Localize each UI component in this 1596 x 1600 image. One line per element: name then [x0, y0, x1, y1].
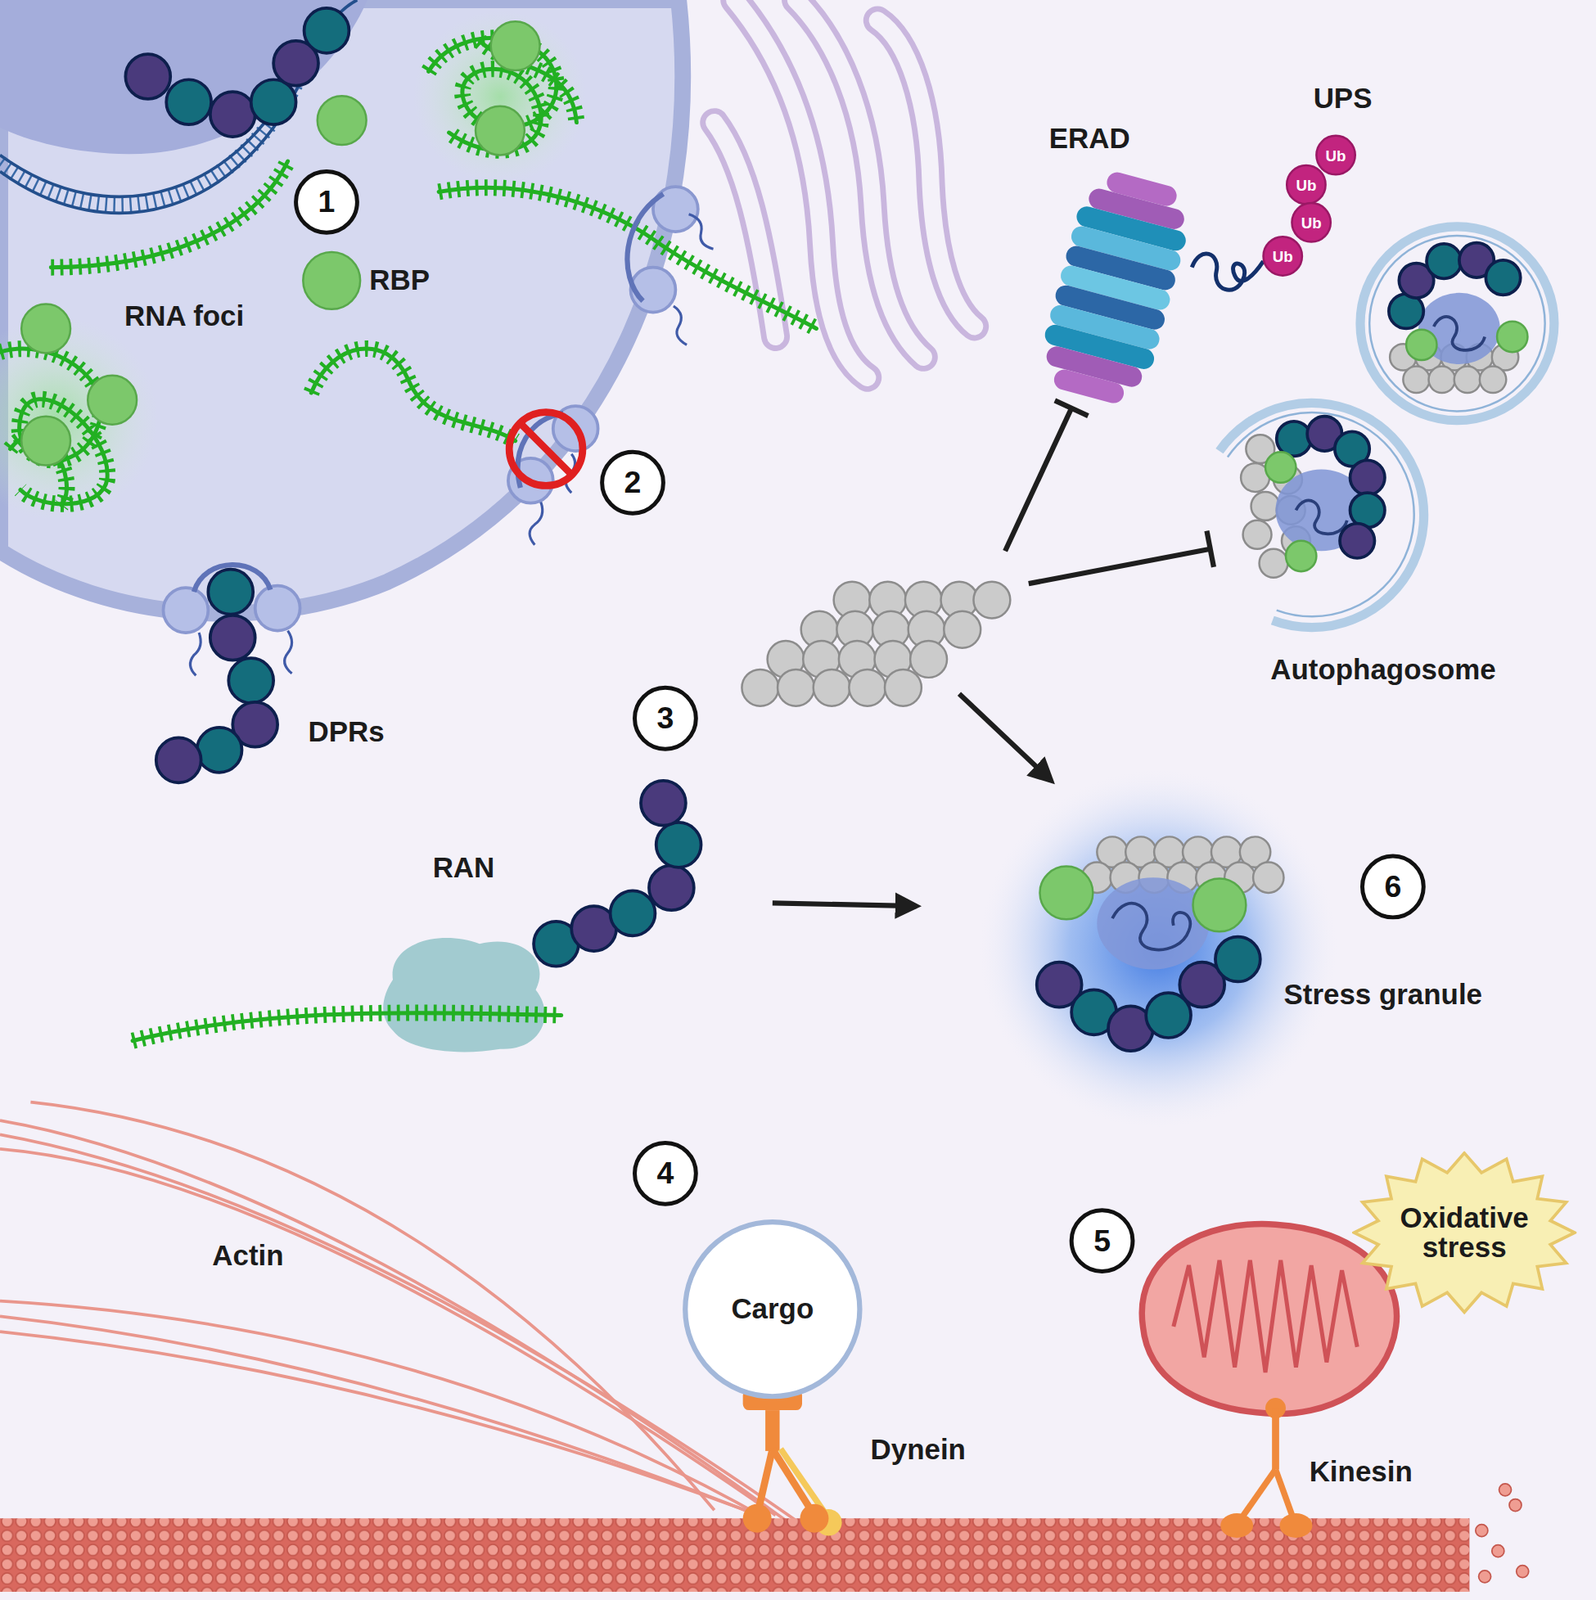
callout-number: 5 — [1069, 1208, 1136, 1274]
callout-number: 1 — [293, 169, 360, 235]
part-label: RBP — [369, 264, 430, 298]
part-label: RNA foci — [124, 300, 244, 334]
label-text: RBP — [369, 264, 430, 297]
callout-number: 6 — [1360, 854, 1426, 920]
blocked-pore — [311, 348, 598, 546]
callout-number: 2 — [599, 450, 666, 516]
node-text: Cargo — [730, 1293, 814, 1326]
callout-number: 4 — [632, 1140, 699, 1207]
label-text: RNA foci — [124, 300, 244, 333]
cargo-vesicle: Cargo — [682, 1219, 862, 1399]
part-label: RAN — [432, 852, 496, 885]
label-text: Autophagosome — [1270, 653, 1496, 686]
callout-text: 6 — [1384, 871, 1402, 902]
node-text: Ub — [1301, 214, 1322, 230]
dpr-export-pore — [156, 564, 301, 783]
callout-text: 5 — [1093, 1225, 1111, 1256]
node-text: Oxidative stress — [1388, 1202, 1542, 1263]
label-text: Dynein — [870, 1433, 966, 1466]
part-label: Autophagosome — [1270, 653, 1496, 687]
part-label: UPS — [1313, 82, 1373, 116]
ubiquitin-circle: Ub — [1290, 202, 1332, 244]
endoplasmic-reticulum — [714, 0, 975, 378]
rna-foci-top — [413, 9, 587, 184]
actin-filaments — [0, 1102, 797, 1526]
ubiquitinated-protein — [1191, 253, 1263, 290]
callout-text: 1 — [318, 186, 336, 217]
free-rbp — [302, 252, 361, 310]
callout-text: 2 — [624, 467, 642, 498]
label-text: ERAD — [1049, 122, 1131, 155]
rna-transcript — [50, 95, 366, 267]
exported-rna — [438, 186, 817, 345]
star-shape — [1354, 1153, 1575, 1313]
callout-text: 4 — [657, 1158, 675, 1189]
rna-foci-left — [0, 304, 158, 521]
autophagosome — [1219, 402, 1425, 627]
node-text: Ub — [1325, 147, 1347, 163]
ubiquitin-circle: Ub — [1285, 164, 1327, 206]
ran-translation — [132, 780, 701, 1053]
label-text: RAN — [432, 852, 496, 884]
node-text: Ub — [1272, 248, 1294, 265]
label-text: Actin — [211, 1239, 284, 1272]
protein-aggregate — [741, 581, 1010, 707]
part-label: ERAD — [1049, 122, 1131, 156]
part-label: Dynein — [870, 1433, 966, 1467]
part-label: Actin — [211, 1239, 284, 1273]
mitochondrion — [1141, 1224, 1397, 1415]
stress-burst: Oxidative stress — [1352, 1150, 1577, 1314]
proteasome — [1032, 164, 1199, 411]
label-text: UPS — [1313, 82, 1373, 115]
callout-number: 3 — [632, 685, 699, 752]
lysosome-vesicle — [1360, 226, 1555, 421]
node-text: Ub — [1295, 176, 1317, 193]
dynein-motor — [743, 1389, 843, 1536]
part-label: Stress granule — [1283, 978, 1483, 1012]
nucleus — [0, 0, 683, 614]
part-label: DPRs — [308, 716, 385, 749]
part-label: Kinesin — [1309, 1456, 1413, 1489]
nuclear-dpr-chain — [125, 8, 349, 137]
ubiquitin-circle: Ub — [1315, 135, 1357, 176]
ubiquitin-circle: Ub — [1262, 235, 1303, 277]
kinesin-motor — [1220, 1397, 1312, 1538]
stress-granule — [979, 770, 1337, 1128]
label-text: DPRs — [308, 716, 385, 749]
callout-text: 3 — [657, 703, 675, 734]
label-text: Stress granule — [1283, 978, 1483, 1011]
label-text: Kinesin — [1309, 1456, 1413, 1488]
